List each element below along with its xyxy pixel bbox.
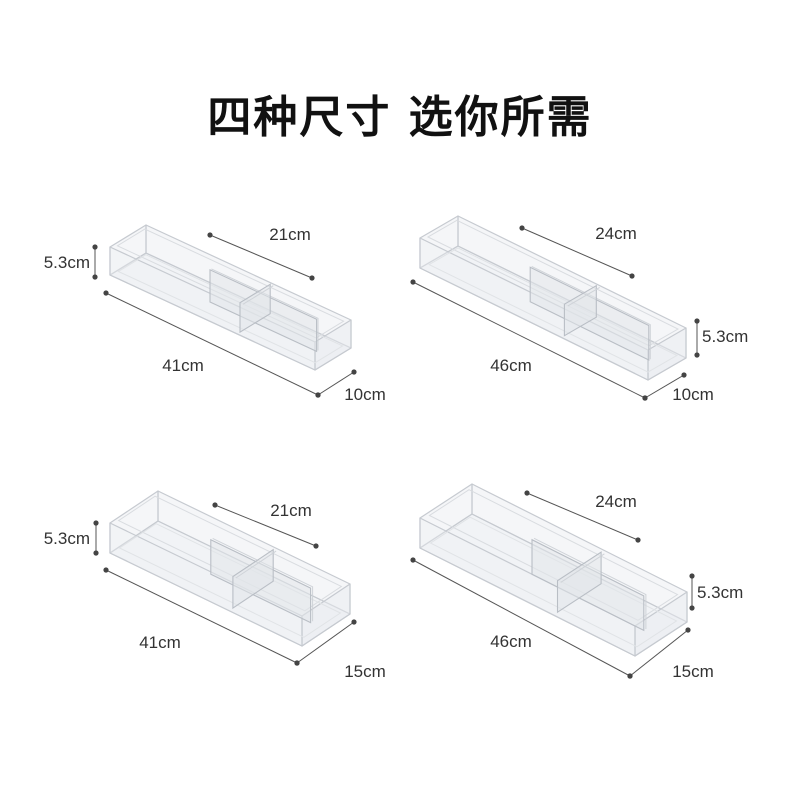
length-dimension-line — [412, 559, 631, 677]
divider-length-dimension-line — [521, 227, 633, 277]
length-dimension-endpoint-dot — [410, 557, 416, 563]
width-dimension-endpoint-dot — [315, 392, 321, 398]
divider-length-dimension-label: 24cm — [595, 492, 637, 511]
tray-inner-floor — [118, 523, 342, 638]
height-dimension-endpoint-dot — [93, 520, 99, 526]
tray-cross-divider-edge — [235, 550, 277, 579]
tray-cross-divider — [556, 551, 602, 614]
tray-cross-divider — [232, 548, 274, 610]
height-dimension-label: 5.3cm — [44, 253, 90, 272]
width-dimension-endpoint-dot — [294, 660, 300, 666]
length-dimension-label: 41cm — [162, 356, 204, 375]
width-dimension-endpoint-dot — [685, 627, 691, 633]
divider-length-dimension-endpoint-dot — [207, 232, 213, 238]
tray-46x15: 24cm 46cm 15cm 5.3cm — [410, 483, 743, 681]
height-dimension-endpoint-dot — [689, 573, 695, 579]
tray-inner-floor — [428, 247, 678, 373]
tray-long-divider-edge — [212, 537, 314, 622]
tray-cross-divider-edge — [560, 553, 605, 583]
tray-cross-divider-edge — [567, 286, 600, 307]
divider-length-dimension-label: 21cm — [269, 225, 311, 244]
length-dimension-endpoint-dot — [410, 279, 416, 285]
divider-length-dimension-endpoint-dot — [313, 543, 319, 549]
height-dimension-endpoint-dot — [92, 274, 98, 280]
length-dimension-line — [105, 292, 319, 396]
length-dimension-label: 46cm — [490, 356, 532, 375]
divider-length-dimension-line — [214, 504, 317, 547]
height-dimension-endpoint-dot — [694, 318, 700, 324]
height-dimension-endpoint-dot — [689, 605, 695, 611]
page-title: 四种尺寸 选你所需 — [207, 92, 593, 143]
width-dimension-endpoint-dot — [681, 372, 687, 378]
tray-cross-divider — [239, 283, 271, 334]
divider-length-dimension-endpoint-dot — [635, 537, 641, 543]
height-dimension-label: 5.3cm — [697, 583, 743, 602]
divider-length-dimension-label: 21cm — [270, 501, 312, 520]
width-dimension-line — [296, 621, 355, 664]
divider-length-dimension-label: 24cm — [595, 224, 637, 243]
width-dimension-label: 10cm — [672, 385, 714, 404]
tray-inner-floor — [117, 254, 344, 364]
length-dimension-endpoint-dot — [103, 567, 109, 573]
tray-46x10: 24cm 46cm 10cm 5.3cm — [410, 215, 748, 404]
length-dimension-line — [412, 281, 646, 399]
length-dimension-endpoint-dot — [103, 290, 109, 296]
tray-41x10: 21cm 41cm 10cm 5.3cm — [44, 224, 386, 404]
width-dimension-endpoint-dot — [351, 369, 357, 375]
divider-length-dimension-endpoint-dot — [309, 275, 315, 281]
height-dimension-endpoint-dot — [92, 244, 98, 250]
length-dimension-line — [105, 569, 298, 664]
divider-length-dimension-endpoint-dot — [629, 273, 635, 279]
length-dimension-label: 41cm — [139, 633, 181, 652]
width-dimension-label: 15cm — [672, 662, 714, 681]
divider-length-dimension-endpoint-dot — [519, 225, 525, 231]
tray-inner-floor — [429, 516, 678, 648]
tray-long-divider-edge — [531, 265, 651, 360]
width-dimension-endpoint-dot — [642, 395, 648, 401]
height-dimension-endpoint-dot — [694, 352, 700, 358]
height-dimension-label: 5.3cm — [44, 529, 90, 548]
tray-cross-divider-edge — [242, 285, 274, 305]
divider-length-dimension-line — [209, 234, 313, 279]
width-dimension-line — [317, 371, 355, 396]
divider-length-dimension-line — [526, 492, 639, 541]
tray-long-divider-edge — [211, 268, 319, 351]
width-dimension-label: 15cm — [344, 662, 386, 681]
width-dimension-label: 10cm — [344, 385, 386, 404]
tray-41x15: 21cm 41cm 15cm 5.3cm — [44, 490, 386, 681]
divider-length-dimension-endpoint-dot — [212, 502, 218, 508]
height-dimension-label: 5.3cm — [702, 327, 748, 346]
width-dimension-line — [629, 629, 689, 677]
tray-cross-divider — [563, 284, 597, 337]
width-dimension-endpoint-dot — [351, 619, 357, 625]
divider-length-dimension-endpoint-dot — [524, 490, 530, 496]
length-dimension-label: 46cm — [490, 632, 532, 651]
tray-long-divider-edge — [533, 537, 647, 629]
width-dimension-line — [644, 374, 685, 399]
height-dimension-endpoint-dot — [93, 550, 99, 556]
width-dimension-endpoint-dot — [627, 673, 633, 679]
